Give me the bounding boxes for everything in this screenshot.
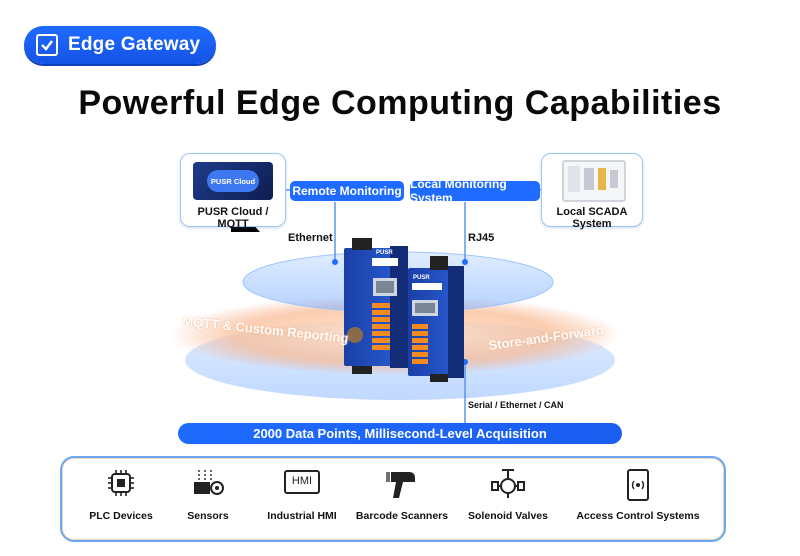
cloud-screen: PUSR Cloud xyxy=(193,162,273,200)
device-label: PLC Devices xyxy=(89,510,153,522)
plc-icon xyxy=(108,470,134,496)
device-tray: PLC Devices Sensors HMI Industrial HMI xyxy=(60,456,726,542)
hmi-icon-text: HMI xyxy=(291,475,313,487)
acquisition-bar: 2000 Data Points, Millisecond-Level Acqu… xyxy=(178,423,622,444)
cloud-card: PUSR Cloud PUSR Cloud / MQTT xyxy=(180,153,286,230)
edge-gateway-badge: Edge Gateway xyxy=(24,26,216,64)
device-label: Barcode Scanners xyxy=(355,510,449,522)
local-monitoring-pill: Local Monitoring System xyxy=(410,177,540,205)
remote-monitoring-pill: Remote Monitoring xyxy=(290,181,404,201)
scada-screen-icon xyxy=(562,160,626,202)
device-label: Solenoid Valves xyxy=(468,510,548,522)
device-valve: Solenoid Valves xyxy=(458,458,558,540)
device-plc: PLC Devices xyxy=(76,458,166,540)
serial-label: Serial / Ethernet / CAN xyxy=(468,400,564,410)
gateway-device-small xyxy=(408,256,464,382)
hmi-icon xyxy=(284,470,320,494)
valve-icon xyxy=(491,469,525,498)
cloud-screen-label: PUSR Cloud xyxy=(210,176,256,186)
device-sensors: Sensors xyxy=(166,458,250,540)
device-barcode: Barcode Scanners xyxy=(352,458,452,540)
device-label: Industrial HMI xyxy=(267,510,337,522)
checkbox-icon xyxy=(36,34,58,56)
gateway-device-large xyxy=(344,238,408,374)
device-brand-right: PUSR xyxy=(413,275,430,281)
cloud-icon: PUSR Cloud xyxy=(207,170,259,192)
barcode-scanner-icon xyxy=(386,472,415,498)
device-label: Sensors xyxy=(187,510,229,522)
scada-card: Local SCADA System xyxy=(541,153,643,230)
device-brand-left: PUSR xyxy=(376,250,393,256)
rj45-label: RJ45 xyxy=(468,232,495,244)
device-label: Access Control Systems xyxy=(576,510,700,522)
badge-label: Edge Gateway xyxy=(68,34,201,55)
scada-card-caption: Local SCADA System xyxy=(556,206,628,230)
sensor-icon xyxy=(194,470,224,495)
access-control-icon xyxy=(627,469,649,501)
ethernet-label: Ethernet xyxy=(288,232,333,244)
page-title: Powerful Edge Computing Capabilities xyxy=(78,84,722,122)
device-hmi: HMI Industrial HMI xyxy=(254,458,350,540)
device-access: Access Control Systems xyxy=(568,458,708,540)
cloud-card-caption: PUSR Cloud / MQTT xyxy=(197,206,269,230)
